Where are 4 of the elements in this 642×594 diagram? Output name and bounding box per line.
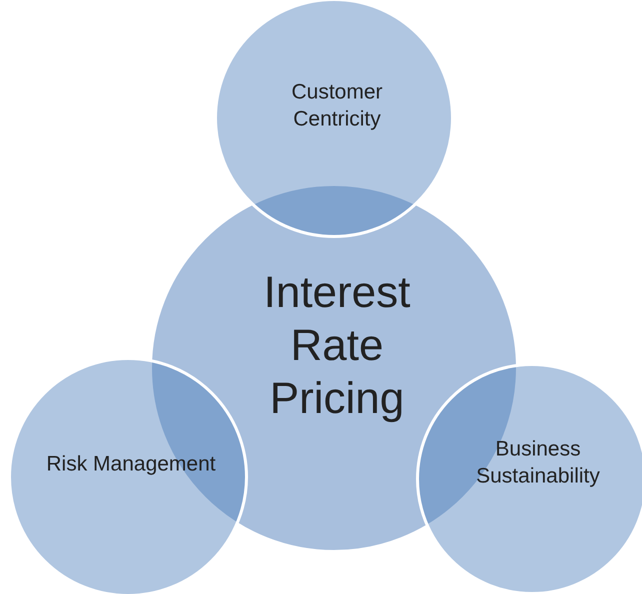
- circle-label: Risk Management: [46, 451, 216, 478]
- circle-label: Business Sustainability: [475, 436, 601, 490]
- circle-label: Interest Rate Pricing: [262, 266, 412, 424]
- circle-label: Customer Centricity: [290, 80, 384, 133]
